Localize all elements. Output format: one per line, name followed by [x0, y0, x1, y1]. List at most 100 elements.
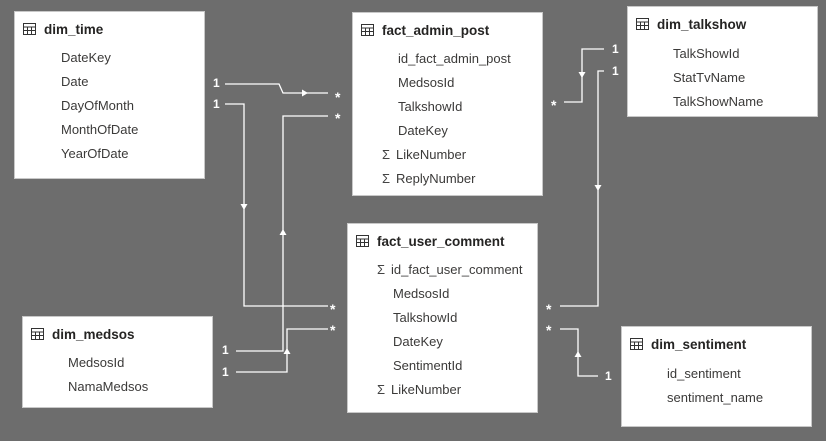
- table-title: dim_talkshow: [657, 16, 747, 32]
- filter-arrow-icon: [574, 351, 582, 357]
- field-datekey[interactable]: DateKey: [353, 118, 542, 142]
- field-label: TalkshowId: [393, 309, 458, 325]
- table-icon: [636, 18, 649, 30]
- cardinality-one: 1: [612, 42, 619, 56]
- filter-arrow-icon: [279, 229, 287, 235]
- cardinality-many: *: [551, 97, 557, 113]
- field-label: DateKey: [398, 122, 448, 138]
- field-label: ReplyNumber: [396, 170, 476, 186]
- field-label: DateKey: [61, 49, 111, 65]
- field-date[interactable]: Date: [15, 69, 204, 93]
- table-header[interactable]: dim_medsos: [23, 317, 212, 351]
- cardinality-many: *: [335, 89, 341, 105]
- field-replynumber[interactable]: Σ ReplyNumber: [353, 166, 542, 190]
- field-label: TalkShowName: [673, 93, 764, 109]
- field-label: SentimentId: [393, 357, 463, 373]
- table-card-dim-sentiment[interactable]: dim_sentiment id_sentiment sentiment_nam…: [621, 326, 812, 427]
- cardinality-one: 1: [213, 76, 220, 90]
- field-label: Date: [61, 73, 89, 89]
- table-header[interactable]: fact_admin_post: [353, 13, 542, 47]
- field-datekey[interactable]: DateKey: [348, 329, 537, 353]
- table-card-dim-medsos[interactable]: dim_medsos MedsosId NamaMedsos: [22, 316, 213, 408]
- cardinality-many: *: [330, 301, 336, 317]
- table-title: fact_user_comment: [377, 233, 505, 249]
- relationship-line-time-admin[interactable]: [225, 83, 328, 94]
- table-header[interactable]: fact_user_comment: [348, 224, 537, 258]
- table-title: dim_medsos: [52, 326, 135, 342]
- field-likenumber[interactable]: Σ LikeNumber: [353, 142, 542, 166]
- filter-arrow-icon: [594, 185, 602, 191]
- field-label: StatTvName: [673, 69, 746, 85]
- cardinality-one: 1: [222, 365, 229, 379]
- field-label: TalkShowId: [673, 45, 740, 61]
- field-medsosid[interactable]: MedsosId: [348, 281, 537, 305]
- field-sentiment-name[interactable]: sentiment_name: [622, 385, 811, 409]
- cardinality-one: 1: [222, 343, 229, 357]
- sigma-icon: Σ: [376, 261, 386, 277]
- field-label: MonthOfDate: [61, 121, 139, 137]
- field-label: MedsosId: [393, 285, 450, 301]
- field-label: LikeNumber: [396, 146, 467, 162]
- field-label: MedsosId: [398, 74, 455, 90]
- table-icon: [361, 24, 374, 36]
- table-card-fact-admin-post[interactable]: fact_admin_post id_fact_admin_post Medso…: [352, 12, 543, 196]
- filter-arrow-icon: [302, 89, 308, 97]
- filter-arrow-icon: [240, 204, 248, 210]
- field-label: sentiment_name: [667, 389, 764, 405]
- sigma-icon: Σ: [376, 381, 386, 397]
- field-sentimentid[interactable]: SentimentId: [348, 353, 537, 377]
- field-yearofdate[interactable]: YearOfDate: [15, 141, 204, 165]
- table-title: dim_sentiment: [651, 336, 747, 352]
- table-header[interactable]: dim_time: [15, 12, 204, 46]
- cardinality-many: *: [330, 322, 336, 338]
- field-monthofdate[interactable]: MonthOfDate: [15, 117, 204, 141]
- field-likenumber[interactable]: Σ LikeNumber: [348, 377, 537, 401]
- cardinality-one: 1: [605, 369, 612, 383]
- cardinality-many: *: [335, 110, 341, 126]
- table-icon: [356, 235, 369, 247]
- field-label: MedsosId: [68, 354, 125, 370]
- field-id-sentiment[interactable]: id_sentiment: [622, 361, 811, 385]
- field-label: id_fact_admin_post: [398, 50, 511, 66]
- cardinality-one: 1: [213, 97, 220, 111]
- field-label: YearOfDate: [61, 145, 129, 161]
- field-medsosid[interactable]: MedsosId: [23, 350, 212, 374]
- table-card-dim-time[interactable]: dim_time DateKey Date DayOfMonth MonthOf…: [14, 11, 205, 179]
- sigma-icon: Σ: [381, 146, 391, 162]
- field-medsosid[interactable]: MedsosId: [353, 70, 542, 94]
- field-talkshowname[interactable]: TalkShowName: [628, 89, 817, 113]
- field-talkshowid[interactable]: TalkshowId: [353, 94, 542, 118]
- field-label: id_fact_user_comment: [391, 261, 523, 277]
- field-label: id_sentiment: [667, 365, 741, 381]
- sigma-icon: Σ: [381, 170, 391, 186]
- table-card-dim-talkshow[interactable]: dim_talkshow TalkShowId StatTvName TalkS…: [627, 6, 818, 117]
- field-label: LikeNumber: [391, 381, 462, 397]
- field-talkshowid[interactable]: TalkShowId: [628, 41, 817, 65]
- table-icon: [630, 338, 643, 350]
- field-label: NamaMedsos: [68, 378, 149, 394]
- relationship-line-sentiment-comment[interactable]: [560, 328, 598, 377]
- field-datekey[interactable]: DateKey: [15, 45, 204, 69]
- table-title: dim_time: [44, 21, 104, 37]
- relationship-line-time-comment[interactable]: [225, 103, 328, 307]
- table-icon: [23, 23, 36, 35]
- field-dayofmonth[interactable]: DayOfMonth: [15, 93, 204, 117]
- cardinality-one: 1: [612, 64, 619, 78]
- field-label: DateKey: [393, 333, 443, 349]
- field-label: TalkshowId: [398, 98, 463, 114]
- table-title: fact_admin_post: [382, 22, 490, 38]
- table-header[interactable]: dim_sentiment: [622, 327, 811, 361]
- field-talkshowid[interactable]: TalkshowId: [348, 305, 537, 329]
- field-id-fact-admin-post[interactable]: id_fact_admin_post: [353, 46, 542, 70]
- field-stattvname[interactable]: StatTvName: [628, 65, 817, 89]
- table-header[interactable]: dim_talkshow: [628, 7, 817, 41]
- field-namamedsos[interactable]: NamaMedsos: [23, 374, 212, 398]
- field-label: DayOfMonth: [61, 97, 134, 113]
- table-icon: [31, 328, 44, 340]
- cardinality-many: *: [546, 301, 552, 317]
- filter-arrow-icon: [283, 348, 291, 354]
- filter-arrow-icon: [578, 72, 586, 78]
